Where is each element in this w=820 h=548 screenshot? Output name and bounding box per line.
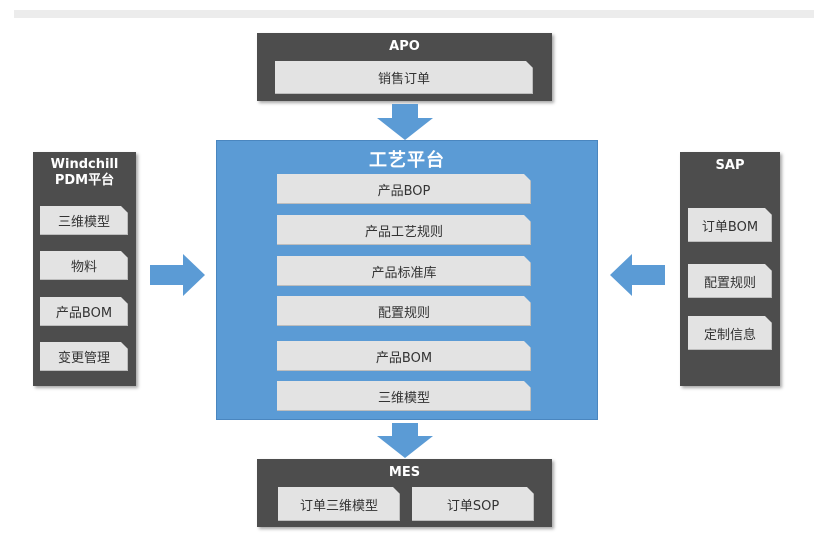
windchill-panel: Windchill PDM平台 三维模型 物料 产品BOM 变更管理 <box>33 152 136 386</box>
mes-panel: MES 订单三维模型 订单SOP <box>257 459 552 527</box>
sap-panel: SAP 订单BOM 配置规则 定制信息 <box>680 152 780 386</box>
sap-item-custom-info: 定制信息 <box>688 316 772 350</box>
windchill-item-material: 物料 <box>40 251 128 280</box>
top-divider <box>14 10 814 18</box>
platform-item-product-bom: 产品BOM <box>277 341 531 371</box>
platform-item-3d-model: 三维模型 <box>277 381 531 411</box>
platform-item-config-rules: 配置规则 <box>277 296 531 326</box>
apo-title: APO <box>389 39 420 54</box>
windchill-item-product-bom: 产品BOM <box>40 297 128 326</box>
sap-item-config-rules: 配置规则 <box>688 264 772 298</box>
platform-item-standard-lib: 产品标准库 <box>277 256 531 286</box>
windchill-item-3d-model: 三维模型 <box>40 206 128 235</box>
platform-item-process-rules: 产品工艺规则 <box>277 215 531 245</box>
windchill-item-change-mgmt: 变更管理 <box>40 342 128 371</box>
windchill-subtitle: PDM平台 <box>54 173 115 188</box>
apo-item-sales-order: 销售订单 <box>275 61 533 94</box>
arrow-down-icon <box>377 423 433 458</box>
platform-item-product-bop: 产品BOP <box>277 174 531 204</box>
mes-item-order-3d-model: 订单三维模型 <box>278 487 400 521</box>
apo-panel: APO 销售订单 <box>257 33 552 101</box>
sap-item-order-bom: 订单BOM <box>688 208 772 242</box>
arrow-down-icon <box>377 104 433 140</box>
process-platform: 工艺平台 产品BOP 产品工艺规则 产品标准库 配置规则 产品BOM 三维模型 <box>216 140 598 420</box>
mes-title: MES <box>388 465 421 480</box>
platform-title: 工艺平台 <box>369 150 445 171</box>
windchill-title: Windchill <box>50 157 119 172</box>
arrow-left-icon <box>610 254 665 296</box>
mes-item-order-sop: 订单SOP <box>412 487 534 521</box>
sap-title: SAP <box>715 158 745 173</box>
arrow-right-icon <box>150 254 205 296</box>
